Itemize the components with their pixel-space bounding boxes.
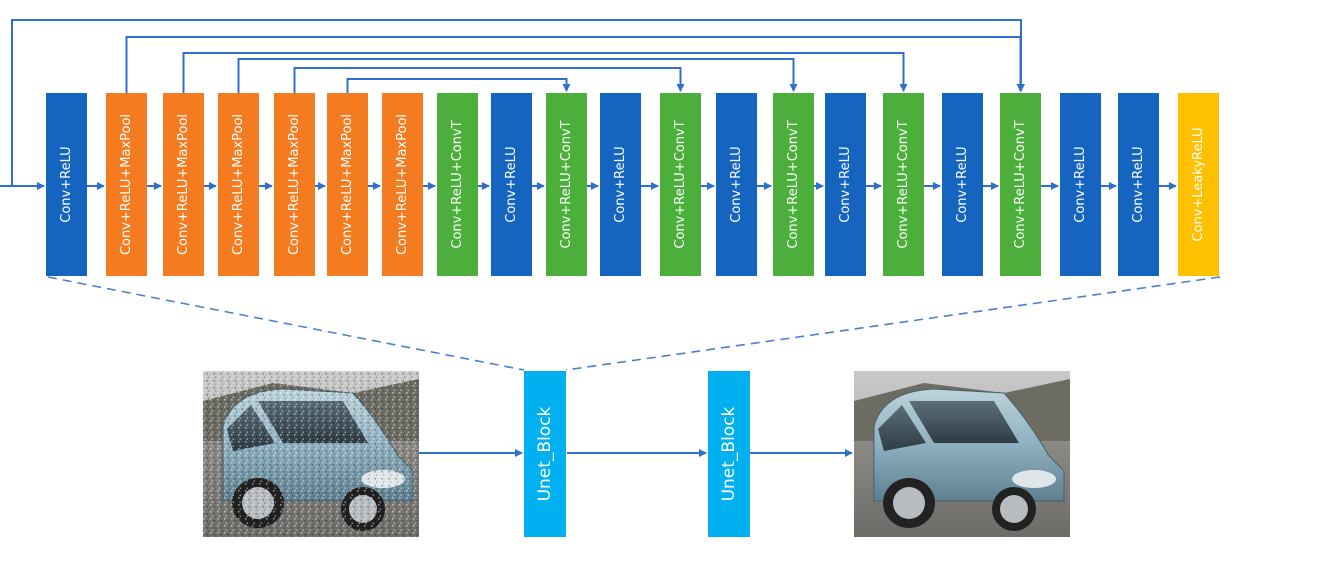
denoised-output-car-image <box>854 371 1070 537</box>
layer-block-rect <box>1000 93 1041 276</box>
layer-block-label: Conv+ReLU+MaxPool <box>176 114 191 255</box>
image-car-headlight <box>1012 470 1056 488</box>
layer-block-label: Conv+ReLU+MaxPool <box>287 114 302 255</box>
layer-block-rect <box>1178 93 1219 276</box>
image-car-rim <box>1000 495 1028 523</box>
layer-block-pool: Conv+ReLU+MaxPool <box>327 93 368 276</box>
layer-block-rect <box>218 93 259 276</box>
unet-block-1: Unet_Block <box>524 371 566 537</box>
image-noise-overlay <box>203 371 419 537</box>
layer-block-rect <box>716 93 757 276</box>
skip-connection <box>182 52 908 93</box>
unet-block-rect <box>708 371 750 537</box>
image-car-rim <box>893 487 925 519</box>
layer-block-pool: Conv+ReLU+MaxPool <box>274 93 315 276</box>
layer-block-label: Conv+ReLU <box>59 146 74 222</box>
layer-block-label: Conv+ReLU+MaxPool <box>395 114 410 255</box>
unet-block-label: Unet_Block <box>535 406 555 501</box>
layer-block-label: Conv+ReLU+ConvT <box>786 120 801 248</box>
layer-block-rect <box>660 93 701 276</box>
layer-block-rect <box>46 93 87 276</box>
layer-block-rect <box>1060 93 1101 276</box>
layer-block-conv: Conv+ReLU <box>825 93 866 276</box>
layer-block-label: Conv+ReLU <box>1131 146 1146 222</box>
zoom-dashed-line-right <box>565 276 1221 371</box>
layer-block-label: Conv+ReLU <box>838 146 853 222</box>
layer-block-conv: Conv+ReLU <box>46 93 87 276</box>
layer-block-label: Conv+ReLU+MaxPool <box>119 114 134 255</box>
layer-block-rect <box>382 93 423 276</box>
layer-block-convt: Conv+ReLU+ConvT <box>1000 93 1041 276</box>
layer-block-rect <box>546 93 587 276</box>
skip-connection <box>237 58 798 93</box>
layer-block-rect <box>773 93 814 276</box>
layer-block-label: Conv+ReLU+MaxPool <box>340 114 355 255</box>
layer-block-convt: Conv+ReLU+ConvT <box>660 93 701 276</box>
layer-block-rect <box>883 93 924 276</box>
layer-block-pool: Conv+ReLU+MaxPool <box>163 93 204 276</box>
layer-block-conv: Conv+ReLU <box>1060 93 1101 276</box>
layer-block-label: Conv+ReLU+ConvT <box>450 120 465 248</box>
layer-block-label: Conv+ReLU <box>504 146 519 222</box>
layer-block-pool: Conv+ReLU+MaxPool <box>382 93 423 276</box>
layer-block-conv: Conv+ReLU <box>491 93 532 276</box>
layer-block-rect <box>274 93 315 276</box>
layer-block-rect <box>163 93 204 276</box>
layer-block-rect <box>491 93 532 276</box>
layer-block-label: Conv+ReLU <box>613 146 628 222</box>
layer-block-convt: Conv+ReLU+ConvT <box>546 93 587 276</box>
noisy-input-car-image <box>203 371 419 537</box>
unet-block-label: Unet_Block <box>719 406 739 501</box>
layer-block-label: Conv+ReLU <box>955 146 970 222</box>
layer-block-leaky: Conv+LeakyReLU <box>1178 93 1219 276</box>
layer-block-label: Conv+ReLU+ConvT <box>1013 120 1028 248</box>
layer-block-conv: Conv+ReLU <box>1118 93 1159 276</box>
layer-block-convt: Conv+ReLU+ConvT <box>437 93 478 276</box>
layer-block-label: Conv+ReLU <box>729 146 744 222</box>
image-car-windshield <box>909 401 1019 443</box>
layer-block-label: Conv+ReLU+ConvT <box>896 120 911 248</box>
layer-block-rect <box>106 93 147 276</box>
layer-block-conv: Conv+ReLU <box>942 93 983 276</box>
layer-block-rect <box>437 93 478 276</box>
unet-block-rect <box>524 371 566 537</box>
unet-block-2: Unet_Block <box>708 371 750 537</box>
layer-block-label: Conv+ReLU+ConvT <box>559 120 574 248</box>
layer-block-conv: Conv+ReLU <box>716 93 757 276</box>
layer-block-label: Conv+LeakyReLU <box>1191 127 1206 241</box>
layer-block-convt: Conv+ReLU+ConvT <box>773 93 814 276</box>
layer-block-rect <box>600 93 641 276</box>
layer-block-pool: Conv+ReLU+MaxPool <box>106 93 147 276</box>
layer-block-label: Conv+ReLU+ConvT <box>673 120 688 248</box>
layer-block-conv: Conv+ReLU <box>600 93 641 276</box>
layer-block-label: Conv+ReLU <box>1073 146 1088 222</box>
layer-block-rect <box>1118 93 1159 276</box>
skip-connection <box>346 78 571 93</box>
skip-connection <box>125 36 1025 93</box>
layer-block-rect <box>825 93 866 276</box>
layer-block-rect <box>327 93 368 276</box>
image-car-side-window <box>878 405 926 451</box>
layer-block-pool: Conv+ReLU+MaxPool <box>218 93 259 276</box>
zoom-dashed-line-left <box>47 276 525 371</box>
skip-connection <box>293 67 685 93</box>
layer-block-rect <box>942 93 983 276</box>
layer-block-convt: Conv+ReLU+ConvT <box>883 93 924 276</box>
layer-block-label: Conv+ReLU+MaxPool <box>231 114 246 255</box>
